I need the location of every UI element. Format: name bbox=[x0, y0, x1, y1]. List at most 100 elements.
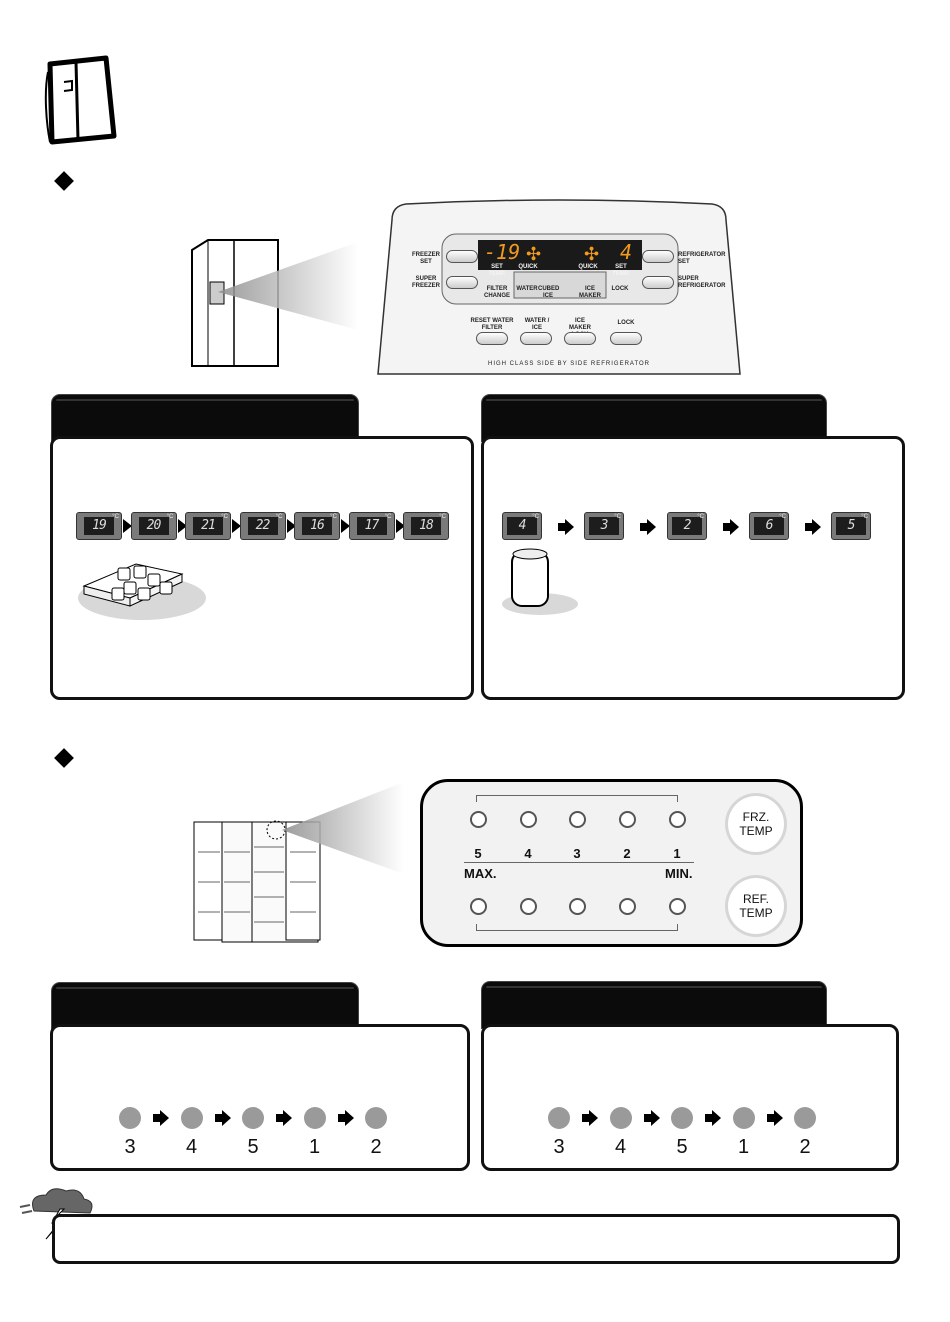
temp-display-1: 3°C bbox=[584, 512, 624, 540]
fridge-led-5 bbox=[669, 898, 686, 915]
refrigerator-sketch-icon bbox=[42, 52, 122, 147]
fridge-led-3 bbox=[569, 898, 586, 915]
water-label: WATER bbox=[516, 286, 538, 292]
freezer-led-2 bbox=[520, 811, 537, 828]
arrow-right-icon bbox=[286, 519, 296, 533]
note-box bbox=[52, 1214, 900, 1264]
arrow-right-icon bbox=[123, 519, 132, 533]
lock-button-label: LOCK bbox=[617, 320, 635, 326]
quick-label: QUICK bbox=[578, 264, 598, 270]
temp-digits: 18 bbox=[411, 517, 441, 535]
reset-water-filter-label: RESET WATER FILTER bbox=[470, 318, 514, 331]
temp-display-4: 5°C bbox=[831, 512, 871, 540]
arrow-right-icon bbox=[341, 519, 350, 533]
led-step-label: 3 bbox=[553, 1136, 565, 1158]
freezer-led-1 bbox=[470, 811, 487, 828]
temp-digits: 2 bbox=[672, 517, 702, 535]
temp-display-3: 6°C bbox=[749, 512, 789, 540]
degree-unit: °C bbox=[112, 514, 119, 520]
frz-temp-label-line2: TEMP bbox=[739, 824, 773, 838]
fridge-setting-box bbox=[481, 436, 905, 700]
led-dot bbox=[794, 1107, 816, 1129]
led-step-label: 2 bbox=[370, 1136, 382, 1158]
bracket-top bbox=[476, 795, 678, 802]
degree-unit: °C bbox=[166, 514, 174, 520]
freezer-header-tab bbox=[52, 395, 358, 441]
degree-unit: °C bbox=[439, 514, 446, 520]
lock-button[interactable] bbox=[610, 332, 642, 345]
degree-unit: °C bbox=[861, 514, 868, 520]
led-step-label: 5 bbox=[247, 1136, 259, 1158]
led-dot bbox=[242, 1107, 264, 1129]
degree-unit: °C bbox=[384, 514, 392, 520]
caution-storm-icon bbox=[18, 1185, 98, 1241]
led-dot bbox=[671, 1107, 693, 1129]
temp-display-0: 19°C bbox=[76, 512, 122, 540]
led-step-label: 1 bbox=[308, 1136, 321, 1158]
led-dot bbox=[303, 1107, 326, 1129]
reset-water-filter-button[interactable] bbox=[476, 332, 508, 345]
drink-can-illustration bbox=[490, 544, 580, 616]
ice-maker-lock-button[interactable] bbox=[564, 332, 596, 345]
temp-digits: 22 bbox=[247, 517, 278, 535]
freezer-set-button[interactable] bbox=[446, 250, 478, 263]
led-dot bbox=[180, 1107, 203, 1129]
level-number: 3 bbox=[573, 846, 581, 861]
level-number: 4 bbox=[524, 846, 532, 861]
temp-display-5: 17°C bbox=[348, 512, 395, 540]
max-label: MAX. bbox=[464, 866, 497, 881]
led-dot bbox=[119, 1107, 141, 1129]
filter-change-label: FILTER CHANGE bbox=[483, 286, 510, 299]
fan-icon: ✣ bbox=[526, 244, 542, 264]
led-freezer-box bbox=[50, 1024, 470, 1171]
fridge-display-value: 4 bbox=[620, 240, 633, 264]
super-freezer-button[interactable] bbox=[446, 276, 478, 289]
section-bullet-icon bbox=[54, 171, 74, 191]
fridge-led-1 bbox=[470, 898, 487, 915]
fridge-front-illustration bbox=[188, 230, 363, 370]
set-temp-label: SET TEMP. bbox=[488, 264, 506, 277]
degree-unit: °C bbox=[275, 514, 283, 520]
led-freezer-header-tab bbox=[52, 983, 358, 1029]
temp-digits: 3 bbox=[589, 517, 619, 535]
fridge-header-tab bbox=[482, 395, 826, 441]
super-freezer-label: SUPER FREEZER bbox=[411, 276, 440, 289]
temp-digits: 4 bbox=[507, 517, 537, 535]
temp-display-2: 21°C bbox=[185, 512, 231, 540]
temp-display-4: 16°C bbox=[294, 512, 340, 540]
fridge-led-4 bbox=[619, 898, 636, 915]
set-temp-label: SET TEMP. bbox=[612, 264, 630, 277]
ref-temp-label-line2: TEMP bbox=[739, 906, 773, 920]
water-ice-button[interactable] bbox=[520, 332, 552, 345]
super-refrigerator-button[interactable] bbox=[642, 276, 674, 289]
freezer-led-4 bbox=[619, 811, 636, 828]
temp-display-6: 18°C bbox=[403, 512, 449, 540]
led-dot bbox=[609, 1107, 632, 1129]
led-dot bbox=[365, 1107, 387, 1129]
ice-tray-illustration bbox=[72, 552, 212, 624]
water-ice-label: WATER / ICE bbox=[524, 318, 550, 331]
frz-temp-button[interactable]: FRZ. TEMP bbox=[728, 796, 784, 852]
open-fridge-illustration bbox=[192, 782, 407, 944]
freezer-display-value: -19 bbox=[484, 240, 521, 264]
digital-control-panel: -19 4 ✣ ✣ FREEZER SET SUPER FREEZER REFR… bbox=[374, 198, 744, 378]
freezer-set-label: FREEZER SET bbox=[411, 252, 440, 265]
led-dot bbox=[548, 1107, 570, 1129]
bracket-bottom bbox=[476, 924, 678, 931]
degree-unit: °C bbox=[330, 514, 337, 520]
level-number: 5 bbox=[474, 846, 482, 861]
temp-digits: 19 bbox=[84, 517, 114, 535]
led-step-label: 3 bbox=[124, 1136, 136, 1158]
refrigerator-set-button[interactable] bbox=[642, 250, 674, 263]
temp-display-0: 4°C bbox=[502, 512, 542, 540]
degree-unit: °C bbox=[779, 514, 786, 520]
refrigerator-set-label: REFRIGERATOR SET bbox=[678, 252, 726, 265]
frz-temp-label-line1: FRZ. bbox=[742, 810, 770, 824]
level-divider bbox=[464, 862, 694, 863]
panel-footer-text: HIGH CLASS SIDE BY SIDE REFRIGERATOR bbox=[487, 361, 651, 367]
temp-digits: 5 bbox=[836, 517, 866, 535]
ref-temp-button[interactable]: REF. TEMP bbox=[728, 878, 784, 934]
temp-display-1: 20°C bbox=[130, 512, 177, 540]
ref-temp-label-line1: REF. bbox=[742, 892, 769, 906]
quick-label: QUICK bbox=[518, 264, 538, 270]
